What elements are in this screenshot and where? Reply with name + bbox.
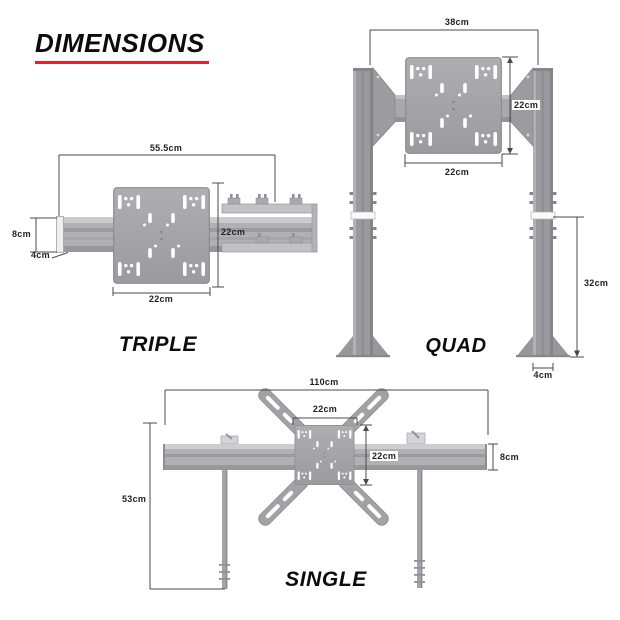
dim-label-single-height: 53cm <box>122 494 147 504</box>
quad-dimension-lines <box>369 29 584 371</box>
dim-label-triple-rail-depth: 4cm <box>31 250 50 260</box>
triple-mount-diagram <box>30 154 318 296</box>
dim-label-single-width: 110cm <box>309 377 339 387</box>
single-dimension-lines <box>143 389 498 590</box>
single-vesa-plate <box>295 425 354 484</box>
quad-posts <box>349 68 557 357</box>
quad-feet <box>336 336 570 358</box>
dim-label-single-rail-height: 8cm <box>500 452 519 462</box>
title-underline <box>35 61 209 64</box>
dim-label-quad-plate-height: 22cm <box>512 100 541 110</box>
quad-mount-diagram <box>336 29 584 371</box>
dim-label-triple-width: 55.5cm <box>149 143 183 153</box>
diagram-label-quad: QUAD <box>425 335 487 357</box>
diagram-label-single: SINGLE <box>285 568 367 591</box>
dim-label-quad-post-height: 32cm <box>584 278 609 288</box>
single-mount-diagram <box>143 388 498 590</box>
triple-vesa-plate <box>114 188 210 284</box>
triple-side-brackets <box>221 194 318 253</box>
dim-label-quad-width: 38cm <box>444 17 470 27</box>
single-legs <box>219 470 425 589</box>
dim-label-triple-plate-width: 22cm <box>148 294 174 304</box>
dim-label-quad-plate-width: 22cm <box>444 167 470 177</box>
diagram-label-triple: TRIPLE <box>118 333 198 356</box>
dim-label-triple-plate-height: 22cm <box>221 227 246 237</box>
page-title: DIMENSIONS <box>35 28 205 58</box>
triple-dimension-lines <box>30 154 276 296</box>
dim-label-triple-rail-height: 8cm <box>12 229 31 239</box>
dim-label-single-plate-height: 22cm <box>370 451 399 461</box>
dim-label-quad-foot-width: 4cm <box>533 370 553 380</box>
quad-vesa-plate <box>406 58 502 154</box>
dim-label-single-plate-width: 22cm <box>312 404 338 414</box>
